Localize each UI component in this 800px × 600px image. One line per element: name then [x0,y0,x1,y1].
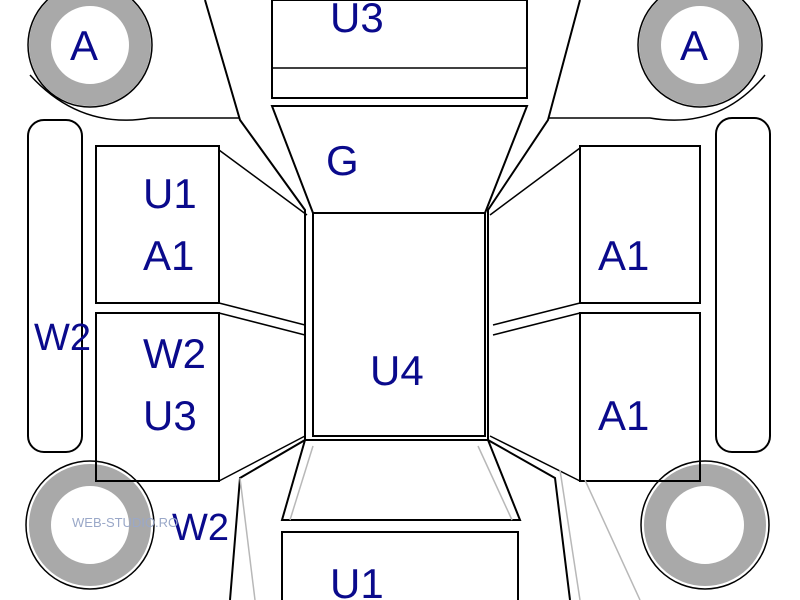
front-left-door-panel[interactable] [95,145,220,304]
right-window-line-top [489,147,581,216]
label-rear-right-door: A1 [598,392,649,439]
rear-fender-right [584,479,641,600]
roof-panel[interactable] [312,212,486,437]
label-roof: U4 [370,347,424,394]
label-hood: U3 [330,0,384,41]
left-sill-panel[interactable] [27,119,83,453]
label-windshield: G [326,137,359,184]
label-rear-left-door-top: W2 [143,330,206,377]
rear-quarter-left [239,477,256,600]
windshield-panel[interactable] [270,105,529,214]
right-window-line-bottom [489,435,581,482]
front-right-door-panel[interactable] [579,145,701,304]
label-front-left-door-top: U1 [143,170,197,217]
fender-outline-front-right [548,74,766,121]
label-front-right-door: A1 [598,232,649,279]
rear-detail-right [477,445,513,521]
left-window-line-bottom [218,435,306,482]
wheel-front-left[interactable] [27,0,153,108]
wheel-front-right[interactable] [637,0,763,108]
rear-detail-left [289,445,314,521]
rear-window-panel[interactable] [280,439,522,521]
label-front-left-door-bottom: A1 [143,232,194,279]
label-wheel-front-right: A [680,22,708,69]
label-wheel-front-left: A [70,22,98,69]
rear-left-door-panel[interactable] [95,312,220,482]
label-trunk: U1 [330,560,384,600]
label-rear-left-door-bottom: U3 [143,392,197,439]
watermark: WEB-STUDIO.RO [72,515,178,530]
wheel-rear-right[interactable] [640,460,770,590]
rear-quarter-right [559,469,581,600]
label-rear-left-wing: W2 [172,507,229,549]
left-window-line-top [218,149,308,216]
label-left-sill: W2 [34,317,91,359]
hood-panel[interactable] [271,0,528,99]
left-pillar-line-2 [218,312,306,336]
wheel-rear-left[interactable] [25,460,155,590]
left-pillar-line-1 [218,302,306,326]
body-outline-right [487,0,581,600]
fender-outline-front-left [29,74,240,121]
right-pillar-line-1 [492,302,581,326]
trunk-panel[interactable] [281,531,519,600]
right-pillar-line-2 [492,312,581,336]
right-sill-panel[interactable] [715,117,771,453]
rear-right-door-panel[interactable] [579,312,701,482]
